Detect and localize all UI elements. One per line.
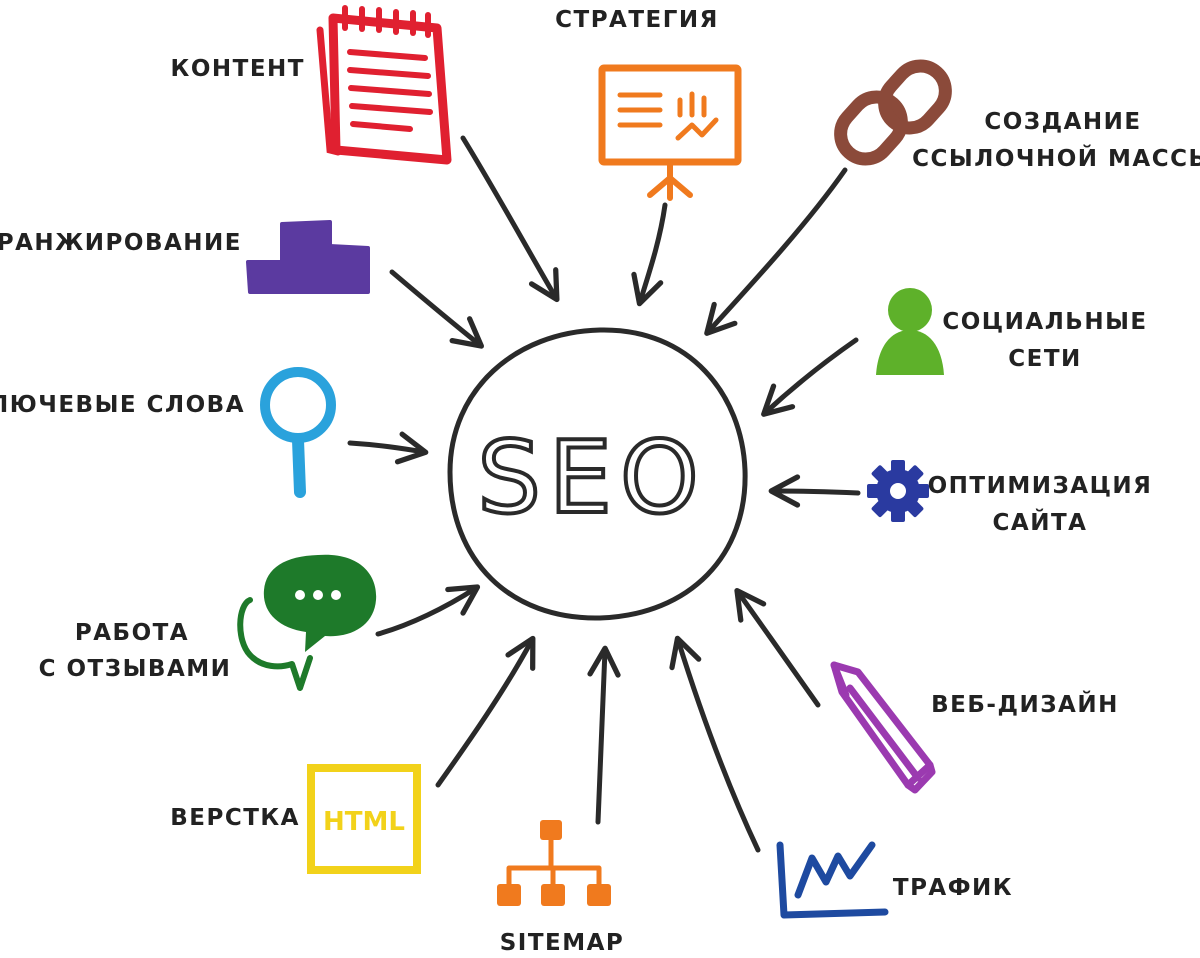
notepad-icon: [316, 5, 452, 165]
label-content: КОНТЕНТ: [171, 56, 305, 82]
label-social-line1: СОЦИАЛЬНЫЕ: [942, 309, 1147, 335]
label-sitemap: SITEMAP: [500, 930, 625, 956]
arrow-strategy: [631, 202, 668, 307]
label-traffic: ТРАФИК: [893, 875, 1013, 901]
arrow-markup: [435, 635, 536, 788]
label-reviews-line1: РАБОТА: [75, 620, 189, 646]
speech-bubbles-icon: [237, 554, 377, 691]
node-markup: ВЕРСТКА HTML: [170, 764, 421, 874]
chain-link-icon: [834, 59, 952, 166]
node-social: СОЦИАЛЬНЫЕ СЕТИ: [876, 288, 1147, 375]
presentation-board-icon: [598, 64, 742, 201]
center-circle: [447, 327, 748, 621]
html-icon-text: HTML: [323, 807, 405, 837]
node-sitemap: SITEMAP: [497, 820, 625, 956]
person-icon: [876, 288, 944, 375]
magnifier-icon: [260, 367, 336, 498]
label-optimization-line1: ОПТИМИЗАЦИЯ: [928, 473, 1153, 499]
arrow-keywords: [347, 431, 429, 465]
label-ranking: РАНЖИРОВАНИЕ: [0, 230, 242, 256]
center-label: SEO: [477, 419, 706, 536]
node-strategy: СТРАТЕГИЯ: [555, 7, 742, 201]
label-webdesign: ВЕБ-ДИЗАЙН: [931, 690, 1119, 718]
gear-icon: [867, 460, 929, 522]
label-reviews-line2: С ОТЗЫВАМИ: [39, 656, 232, 682]
label-link-building-line1: СОЗДАНИЕ: [984, 109, 1141, 135]
node-keywords: КЛЮЧЕВЫЕ СЛОВА: [0, 367, 336, 498]
arrow-traffic: [669, 635, 761, 853]
sitemap-icon: [497, 820, 611, 906]
node-ranking: РАНЖИРОВАНИЕ: [0, 220, 370, 294]
node-reviews: РАБОТА С ОТЗЫВАМИ: [39, 554, 377, 691]
pencil-icon: [830, 661, 936, 794]
label-link-building-line2: ССЫЛОЧНОЙ МАССЫ: [912, 144, 1200, 172]
node-content: КОНТЕНТ: [171, 5, 452, 165]
node-link-building: СОЗДАНИЕ ССЫЛОЧНОЙ МАССЫ: [834, 59, 1200, 172]
label-keywords: КЛЮЧЕВЫЕ СЛОВА: [0, 392, 245, 418]
arrows: [347, 135, 861, 853]
label-strategy: СТРАТЕГИЯ: [555, 7, 719, 33]
arrow-ranking: [389, 269, 484, 349]
node-optimization: ОПТИМИЗАЦИЯ САЙТА: [867, 460, 1153, 536]
arrow-webdesign: [734, 587, 821, 708]
html-icon: HTML: [307, 764, 421, 874]
podium-icon: [246, 220, 370, 294]
label-optimization-line2: САЙТА: [993, 508, 1088, 536]
node-webdesign: ВЕБ-ДИЗАЙН: [830, 661, 1119, 794]
label-markup: ВЕРСТКА: [170, 805, 300, 831]
label-social-line2: СЕТИ: [1008, 346, 1082, 372]
node-traffic: ТРАФИК: [776, 841, 1013, 919]
arrow-sitemap: [587, 645, 621, 825]
arrow-reviews: [375, 584, 481, 637]
center-node: SEO: [447, 327, 748, 621]
traffic-chart-icon: [776, 841, 889, 919]
arrow-social: [761, 337, 859, 417]
arrow-optimization: [768, 474, 861, 508]
arrow-content: [460, 135, 560, 303]
arrow-link-building: [704, 167, 848, 336]
